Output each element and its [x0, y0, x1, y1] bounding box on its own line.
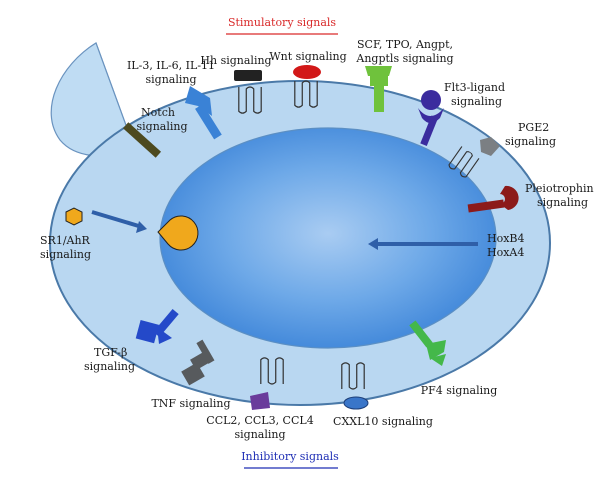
tnf-label: TNF signaling [151, 397, 230, 410]
sr1-ligand [65, 207, 83, 226]
scf-label: SCF, TPO, Angpt,Angptls signaling [355, 38, 453, 65]
pge2-ligand [480, 137, 500, 156]
hh-ligand [234, 70, 262, 81]
ahr-receptor [157, 215, 199, 251]
ccl-ligand [250, 392, 270, 410]
scf-receptor [365, 66, 392, 112]
wnt-label: Wnt signaling [269, 50, 346, 63]
notch-receptor [122, 122, 162, 158]
tnf-receptor [181, 339, 215, 386]
flt3-receptor [418, 90, 444, 146]
tgf-beta-receptor [135, 308, 179, 344]
hox-arrow [368, 238, 478, 250]
inhibitory-signals-heading: Inhibitory signals [241, 450, 339, 463]
pleiotrophin-receptor [467, 185, 519, 213]
sr1-arrow [91, 210, 147, 233]
stimulatory-signals-heading: Stimulatory signals [228, 16, 336, 29]
cxxl10-label: CXXL10 signaling [333, 415, 433, 428]
nucleus [159, 127, 497, 349]
pf4-receptor [409, 320, 446, 366]
il-receptor [185, 86, 222, 140]
wnt-ligand [293, 65, 321, 79]
pf4-label: PF4 signaling [421, 384, 498, 397]
hh-label: Hh signaling [200, 54, 271, 67]
cxxl10-ligand [343, 396, 369, 410]
